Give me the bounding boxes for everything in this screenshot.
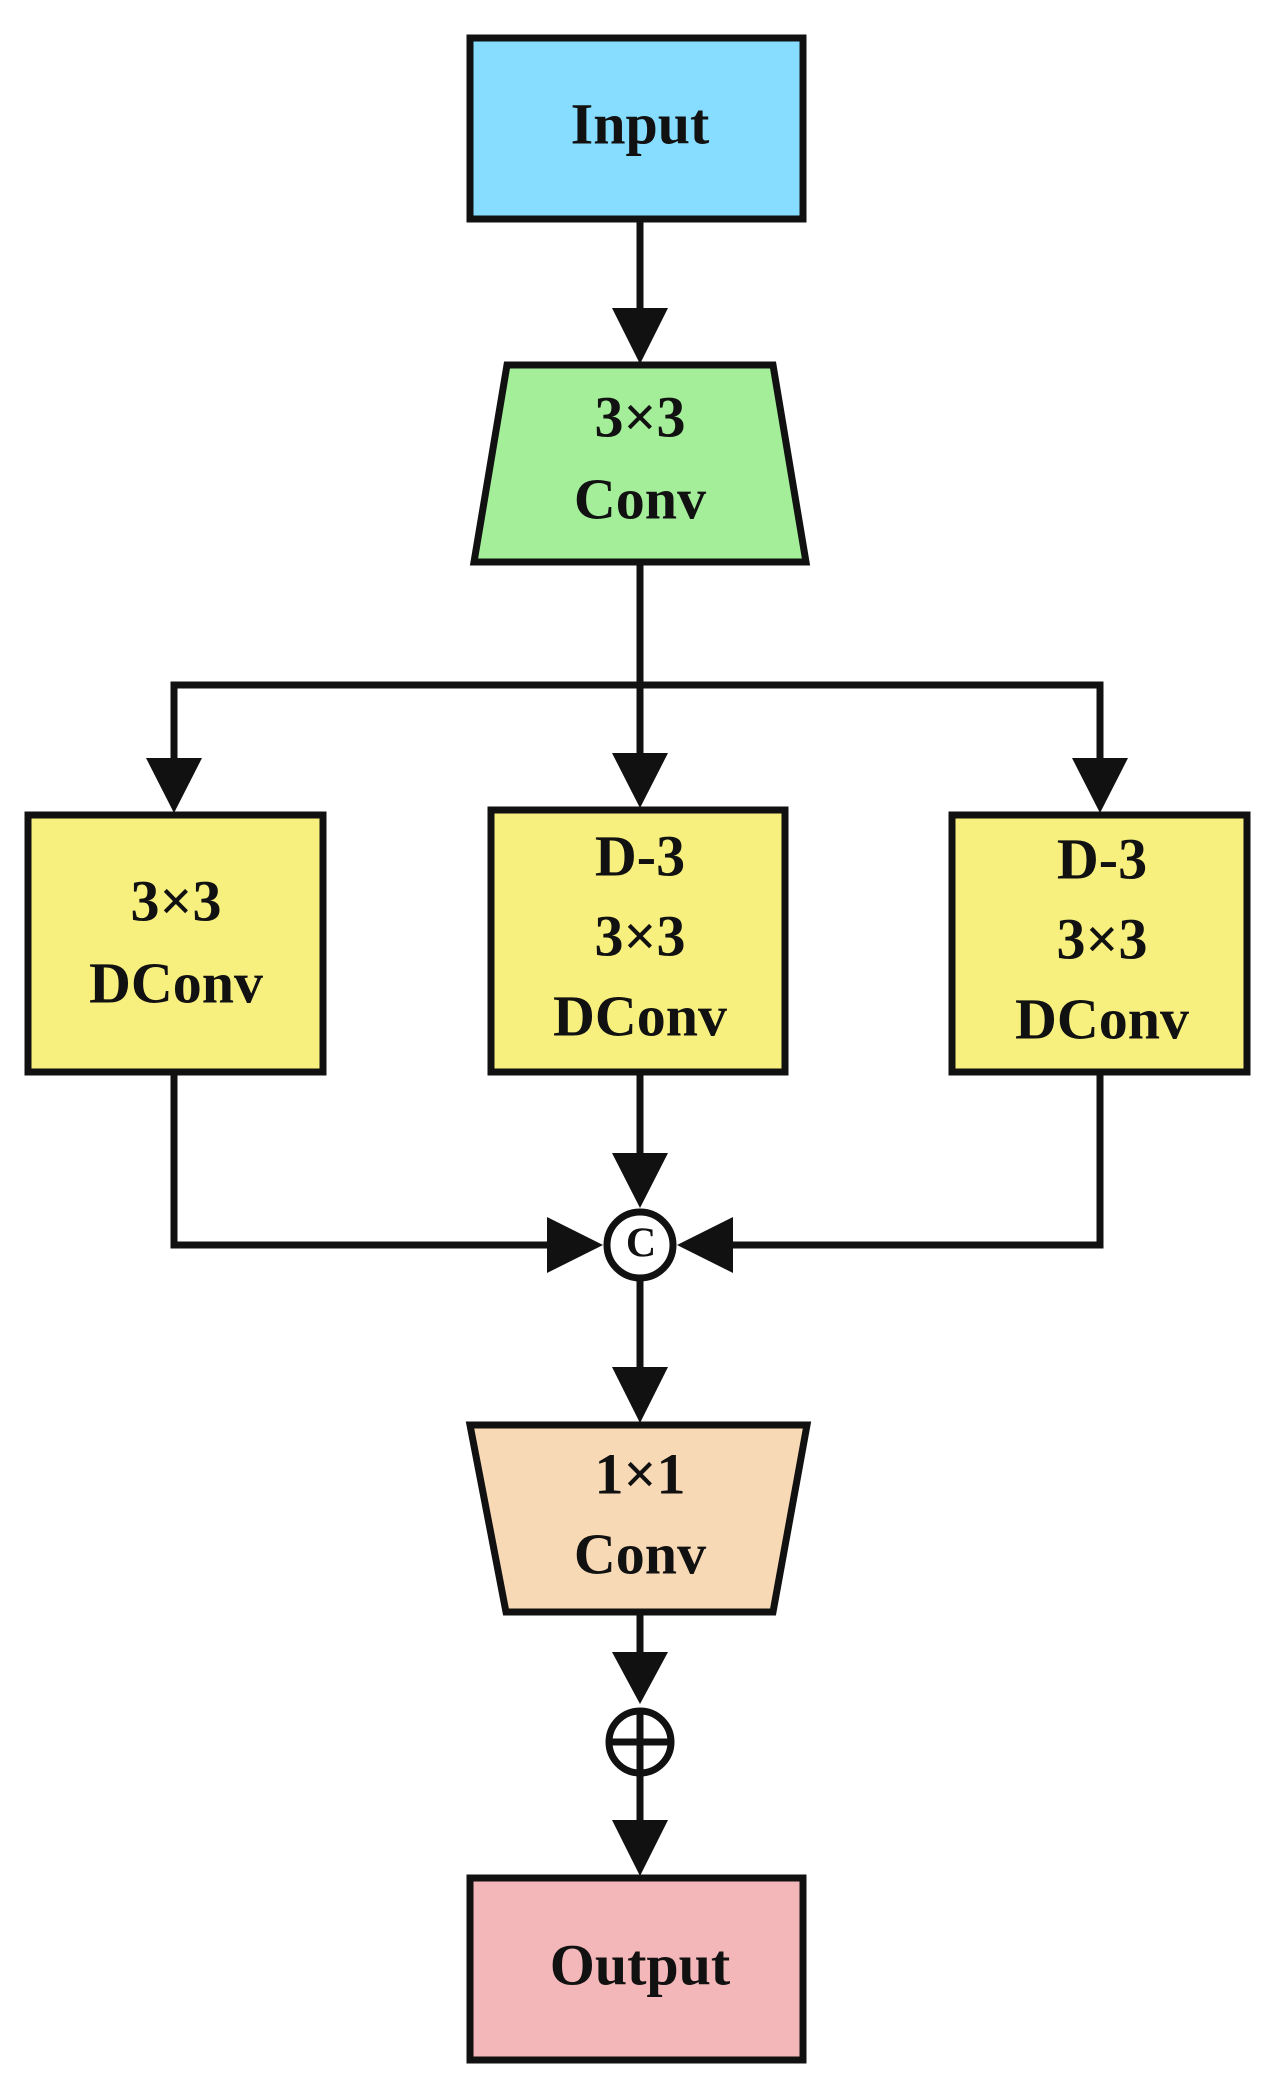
output-box	[466, 1874, 807, 2064]
dconv-right-label-line: DConv	[1015, 986, 1189, 1051]
concat-symbol: C	[626, 1221, 656, 1267]
edges	[170, 219, 1104, 1825]
add-operator	[605, 1707, 675, 1777]
arrowhead-icon	[612, 1820, 668, 1876]
node-input: Input	[466, 34, 807, 223]
dconv-mid-label-line: D-3	[595, 823, 685, 888]
arrowhead-icon	[612, 1652, 668, 1704]
input-label: Input	[571, 91, 710, 156]
edge-right-to-concat	[720, 1072, 1104, 1249]
arrowhead-icon	[677, 1217, 733, 1273]
concat-operator: C	[603, 1208, 677, 1282]
dconv-left-box	[24, 811, 327, 1076]
dconv-mid-box	[487, 806, 789, 1076]
dconv-right-label-line: 3×3	[1056, 906, 1147, 971]
conv3-label-line: 3×3	[594, 384, 685, 449]
conv1-trapezoid	[465, 1421, 812, 1616]
input-label-line: Input	[571, 91, 710, 156]
output-label: Output	[550, 1932, 731, 1997]
dconv-mid-label-line: 3×3	[594, 903, 685, 968]
arrowhead-icon	[1072, 758, 1128, 813]
dconv-left-label-line: DConv	[89, 950, 263, 1015]
conv1-label-line: Conv	[574, 1521, 706, 1586]
arrowhead-icon	[612, 753, 668, 808]
output-label-line: Output	[550, 1932, 731, 1997]
concat-circle	[603, 1208, 677, 1282]
arrowhead-icon	[146, 758, 202, 813]
arrowhead-icon	[612, 308, 668, 364]
conv1-label-line: 1×1	[594, 1441, 685, 1506]
dconv-right-box	[948, 811, 1251, 1076]
edge-left-to-concat	[170, 1072, 560, 1249]
dconv-mid-label-line: DConv	[553, 983, 727, 1048]
input-box	[466, 34, 807, 223]
node-output: Output	[466, 1874, 807, 2064]
arrowhead-icon	[612, 1153, 668, 1208]
dconv-right-label-line: D-3	[1057, 826, 1147, 891]
conv3-label-line: Conv	[574, 466, 706, 531]
dconv-left-label-line: 3×3	[130, 868, 221, 933]
arrowhead-icon	[547, 1217, 603, 1273]
arrowhead-icon	[612, 1367, 668, 1423]
arrowheads	[146, 308, 1128, 1876]
conv3-trapezoid	[469, 361, 811, 566]
